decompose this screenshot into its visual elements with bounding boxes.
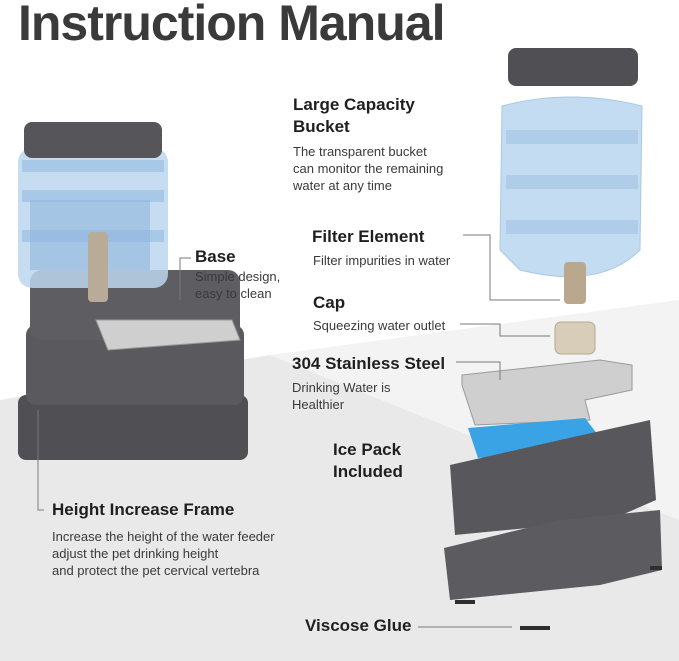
bucket-description: The transparent bucket can monitor the r… bbox=[293, 144, 444, 193]
glue-label: Viscose Glue bbox=[305, 616, 412, 635]
base-label: Base bbox=[195, 247, 236, 266]
frame-description: Increase the height of the water feeder … bbox=[52, 529, 275, 578]
bucket-label: Large Capacity Bucket bbox=[293, 95, 415, 136]
cap-label: Cap bbox=[313, 293, 346, 312]
steel-description: Drinking Water is Healthier bbox=[292, 380, 391, 412]
filter-label: Filter Element bbox=[312, 227, 425, 246]
base-description: Simple design, easy to clean bbox=[195, 269, 281, 301]
page-title: Instruction Manual bbox=[18, 0, 445, 51]
ice-pack-label: Ice Pack Included bbox=[333, 440, 403, 481]
cap-description: Squeezing water outlet bbox=[313, 318, 446, 333]
filter-description: Filter impurities in water bbox=[313, 253, 451, 268]
frame-label: Height Increase Frame bbox=[52, 500, 235, 519]
steel-label: 304 Stainless Steel bbox=[292, 354, 446, 373]
